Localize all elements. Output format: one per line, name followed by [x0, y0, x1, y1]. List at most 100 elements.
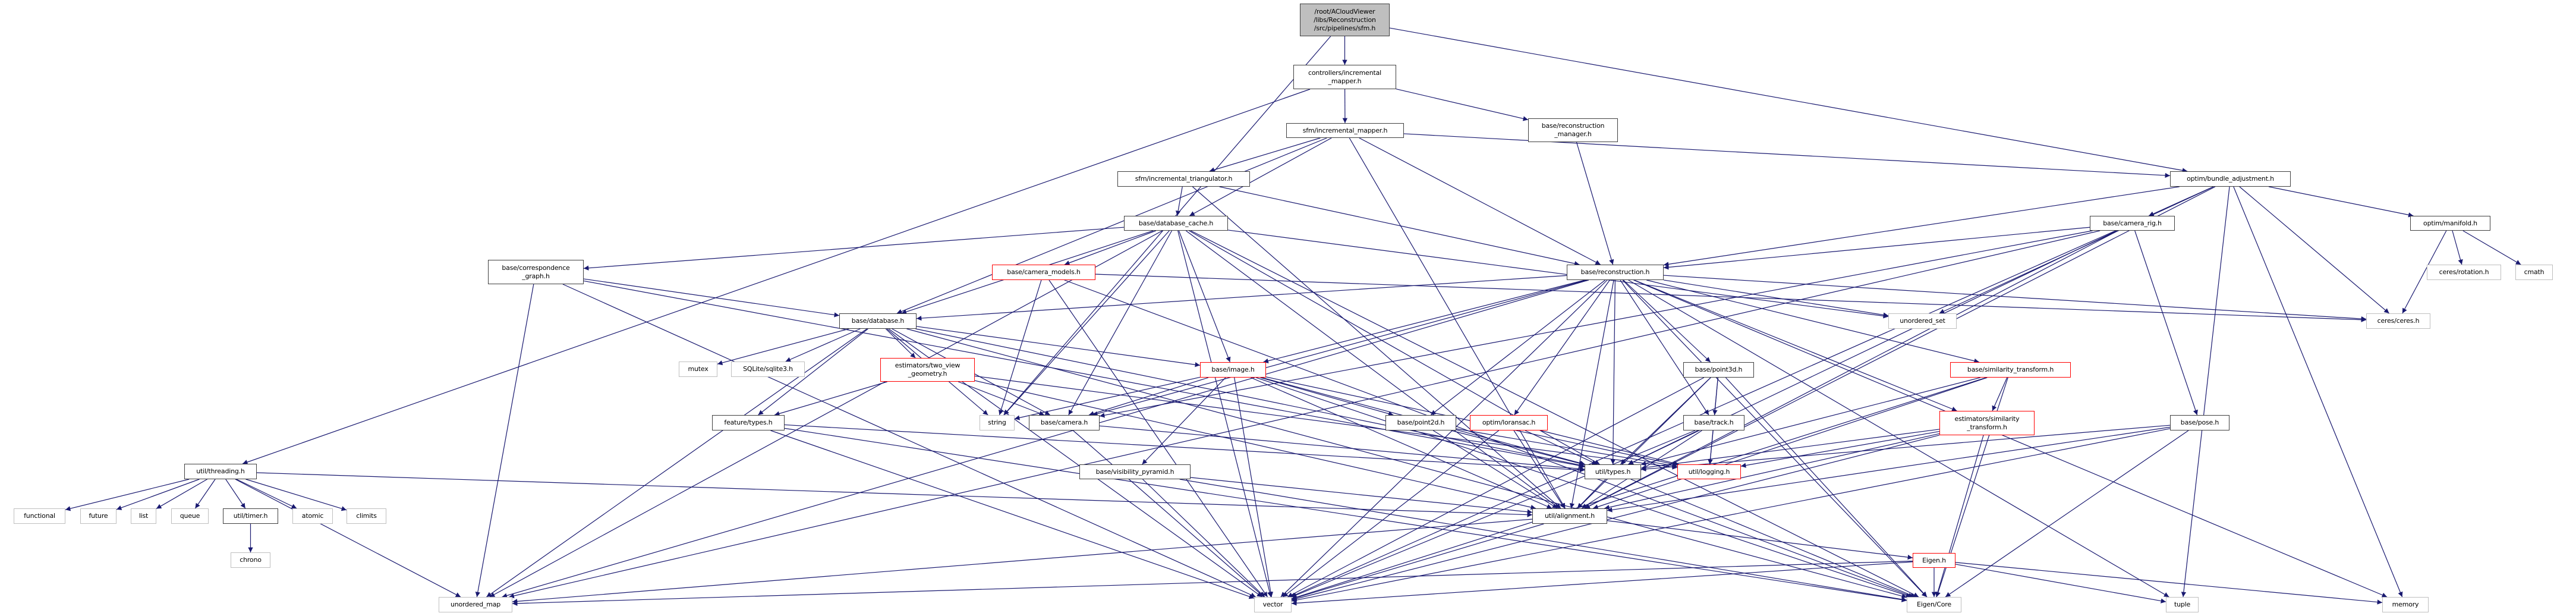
node-memory: memory — [2382, 597, 2429, 612]
node-vis-pyr[interactable]: base/visibility_pyramid.h — [1079, 464, 1191, 479]
node-functional: functional — [14, 508, 65, 524]
edge-track-to-logging — [1708, 430, 1714, 465]
edge-db-cache-to-unordered-map — [489, 230, 1163, 598]
edge-bundle-to-tuple — [2181, 186, 2230, 598]
edge-reconstruction-to-unordered-map — [502, 279, 1589, 598]
node-camera[interactable]: base/camera.h — [1029, 415, 1100, 430]
node-cmath: cmath — [2515, 265, 2553, 280]
node-sim-transform[interactable]: base/similarity_transform.h — [1950, 362, 2071, 378]
edge-database-to-mutex — [717, 328, 849, 366]
node-recon-mgr[interactable]: base/reconstruction _manager.h — [1528, 118, 1618, 142]
node-eigen-h[interactable]: Eigen.h — [1913, 553, 1955, 568]
edge-eigen-h-to-memory — [1955, 562, 2383, 605]
node-triang[interactable]: sfm/incremental_triangulator.h — [1117, 171, 1250, 187]
edge-db-cache-to-image — [1178, 230, 1231, 363]
node-root[interactable]: /root/ACloudViewer /libs/Reconstruction … — [1300, 4, 1390, 36]
node-timer[interactable]: util/timer.h — [223, 508, 278, 524]
node-bundle[interactable]: optim/bundle_adjustment.h — [2170, 171, 2291, 187]
edge-sfm-mapper-to-bundle — [1403, 133, 2171, 178]
edge-database-to-eigen-core — [906, 328, 1907, 599]
edge-reconstruction-to-point3d — [1623, 279, 1711, 363]
edge-alignment-to-eigen-h — [1607, 520, 1913, 560]
edge-triang-to-reconstruction — [1219, 186, 1580, 266]
edge-image-to-camera — [1088, 377, 1209, 416]
node-point3d[interactable]: base/point3d.h — [1683, 362, 1754, 378]
node-est-sim[interactable]: estimators/similarity _transform.h — [1939, 411, 2035, 435]
node-alignment[interactable]: util/alignment.h — [1532, 508, 1607, 524]
edge-database-to-sqlite — [785, 328, 861, 362]
edge-corr-graph-to-unordered-map — [475, 284, 534, 598]
node-camera-models[interactable]: base/camera_models.h — [992, 265, 1095, 280]
edge-loransac-to-vector — [1282, 430, 1500, 598]
edge-threading-to-functional — [65, 479, 190, 511]
edge-two-view-to-alignment — [974, 380, 1536, 510]
edge-threading-to-alignment — [256, 472, 1533, 517]
node-track[interactable]: base/track.h — [1683, 415, 1744, 430]
node-image[interactable]: base/image.h — [1200, 362, 1266, 378]
node-point2d[interactable]: base/point2d.h — [1385, 415, 1456, 430]
edge-sim-transform-to-vector — [1291, 377, 1986, 600]
node-corr-graph[interactable]: base/correspondence _graph.h — [488, 260, 584, 284]
edge-database-to-unordered-map — [486, 328, 867, 598]
node-database[interactable]: base/database.h — [839, 313, 917, 329]
edge-two-view-to-camera — [958, 381, 1045, 416]
edge-db-cache-to-corr-graph — [583, 227, 1125, 271]
edge-image-to-vis-pyr — [1142, 377, 1226, 465]
edge-reconstruction-to-database — [916, 275, 1567, 321]
node-list: list — [131, 508, 156, 524]
edge-sim-transform-to-types — [1640, 377, 1980, 466]
edge-reconstruction-to-unordered-set — [1663, 279, 1889, 318]
edge-pose-to-types — [1640, 425, 2171, 472]
node-two-view[interactable]: estimators/two_view _geometry.h — [880, 358, 975, 382]
node-pose[interactable]: base/pose.h — [2170, 415, 2229, 430]
node-reconstruction[interactable]: base/reconstruction.h — [1567, 265, 1664, 280]
edge-loransac-to-types — [1525, 430, 1598, 465]
edge-ctrl-mapper-to-threading — [242, 89, 1311, 465]
edge-corr-graph-to-types — [583, 280, 1585, 469]
edge-point3d-to-eigen-core — [1725, 377, 1928, 598]
node-threading[interactable]: util/threading.h — [184, 464, 257, 479]
edge-point2d-to-alignment — [1432, 430, 1558, 509]
edge-ctrl-mapper-to-recon-mgr — [1396, 89, 1529, 121]
edge-threading-to-future — [116, 479, 200, 510]
edge-reconstruction-to-track — [1620, 279, 1709, 416]
edge-est-sim-to-logging — [1740, 430, 1940, 468]
edge-database-to-image — [916, 326, 1201, 367]
edge-db-cache-to-camera-models — [1064, 230, 1156, 266]
node-db-cache[interactable]: base/database_cache.h — [1124, 216, 1228, 231]
edge-reconstruction-to-ceres-ceres — [1663, 275, 2367, 322]
edge-threading-to-unordered-map — [235, 479, 461, 598]
edge-image-to-string — [1014, 376, 1201, 420]
edge-reconstruction-to-types — [1610, 279, 1615, 465]
node-atomic: atomic — [292, 508, 333, 524]
edge-est-sim-to-types — [1640, 429, 1940, 470]
edge-point2d-to-types — [1451, 430, 1585, 466]
edge-camera-rig-to-unordered-map — [509, 230, 2101, 599]
edge-camera-rig-to-camera — [1099, 230, 2093, 418]
edge-vis-pyr-to-vector — [1142, 479, 1265, 598]
edge-camera-rig-to-pose — [2134, 230, 2198, 416]
node-feature-types[interactable]: feature/types.h — [712, 415, 785, 430]
edge-two-view-to-feature-types — [774, 381, 887, 416]
edge-reconstruction-to-sim-transform — [1646, 279, 1979, 364]
edge-eigen-h-to-unordered-map — [512, 560, 1913, 606]
edge-database-to-two-view — [885, 328, 916, 359]
node-chrono: chrono — [231, 552, 270, 568]
edge-sfm-mapper-to-reconstruction — [1359, 137, 1601, 265]
edge-threading-to-queue — [194, 479, 216, 509]
edge-pose-to-alignment — [1607, 426, 2171, 513]
node-sfm-mapper[interactable]: sfm/incremental_mapper.h — [1286, 123, 1404, 138]
edge-reconstruction-to-camera — [1092, 279, 1588, 416]
node-manifold[interactable]: optim/manifold.h — [2410, 216, 2490, 231]
edge-sim-transform-to-alignment — [1592, 377, 1988, 510]
node-types[interactable]: util/types.h — [1585, 464, 1641, 479]
node-loransac[interactable]: optim/loransac.h — [1470, 415, 1548, 430]
edge-loransac-to-logging — [1540, 430, 1679, 466]
node-future: future — [80, 508, 116, 524]
edge-reconstruction-to-image — [1263, 279, 1585, 363]
node-logging[interactable]: util/logging.h — [1677, 464, 1741, 479]
edge-two-view-to-logging — [974, 375, 1678, 470]
node-camera-rig[interactable]: base/camera_rig.h — [2090, 216, 2175, 231]
node-ctrl-mapper[interactable]: controllers/incremental _mapper.h — [1293, 65, 1396, 89]
